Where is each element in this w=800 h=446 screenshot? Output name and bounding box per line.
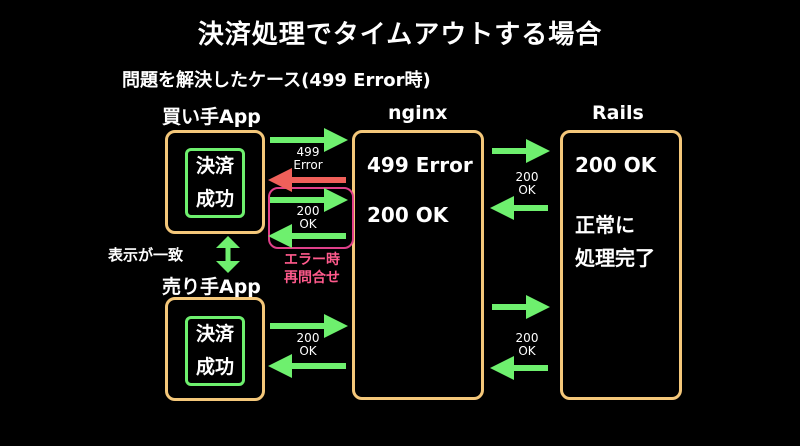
label-retry-200-line1: 200 xyxy=(296,204,320,218)
label-retry-200: 200 OK xyxy=(286,205,330,231)
label-seller-line2: OK xyxy=(299,344,317,358)
seller-status-line1: 決済 xyxy=(195,323,234,345)
retry-note: エラー時 再問合せ xyxy=(266,251,358,287)
buyer-app-label: 買い手App xyxy=(162,106,261,128)
label-499-error: 499 Error xyxy=(286,146,330,172)
label-rails-top-line2: OK xyxy=(518,183,536,197)
slide-title: 決済処理でタイムアウトする場合 xyxy=(197,20,603,50)
label-rails-200-top: 200 OK xyxy=(505,171,549,197)
buyer-status-line1: 決済 xyxy=(195,155,234,177)
match-arrow-head-down xyxy=(216,261,240,273)
label-retry-200-line2: OK xyxy=(299,217,317,231)
buyer-status-box: 決済 成功 xyxy=(185,148,245,218)
seller-app-box: 決済 成功 xyxy=(165,297,265,401)
label-seller-line1: 200 xyxy=(296,331,320,345)
buyer-app-box: 決済 成功 xyxy=(165,130,265,234)
rails-200-text: 200 OK xyxy=(575,153,657,177)
rails-note-line1: 正常に xyxy=(575,213,635,237)
rails-label: Rails xyxy=(592,102,644,124)
display-match-label: 表示が一致 xyxy=(108,246,184,264)
seller-status-line2: 成功 xyxy=(195,356,234,378)
slide-subtitle: 問題を解決したケース(499 Error時) xyxy=(122,70,431,91)
nginx-499-text: 499 Error xyxy=(367,153,473,177)
nginx-box: 499 Error 200 OK xyxy=(352,130,484,400)
retry-note-line1: エラー時 xyxy=(284,252,340,268)
label-seller-200: 200 OK xyxy=(286,332,330,358)
label-499-line2: Error xyxy=(293,158,323,172)
nginx-label: nginx xyxy=(388,102,448,124)
match-arrow-head-up xyxy=(216,236,240,248)
rails-note: 正常に 処理完了 xyxy=(575,209,655,275)
label-rails-bottom-line1: 200 xyxy=(515,331,539,345)
label-499-line1: 499 xyxy=(296,145,320,159)
retry-note-line2: 再問合せ xyxy=(284,270,340,286)
label-rails-top-line1: 200 xyxy=(515,170,539,184)
seller-status-box: 決済 成功 xyxy=(185,316,245,386)
label-rails-bottom-line2: OK xyxy=(518,344,536,358)
retry-highlight-box xyxy=(268,187,354,249)
nginx-200-text: 200 OK xyxy=(367,203,449,227)
label-rails-200-bottom: 200 OK xyxy=(505,332,549,358)
rails-box: 200 OK 正常に 処理完了 xyxy=(560,130,682,400)
buyer-status-line2: 成功 xyxy=(195,188,234,210)
seller-app-label: 売り手App xyxy=(162,276,261,298)
rails-note-line2: 処理完了 xyxy=(575,246,655,270)
